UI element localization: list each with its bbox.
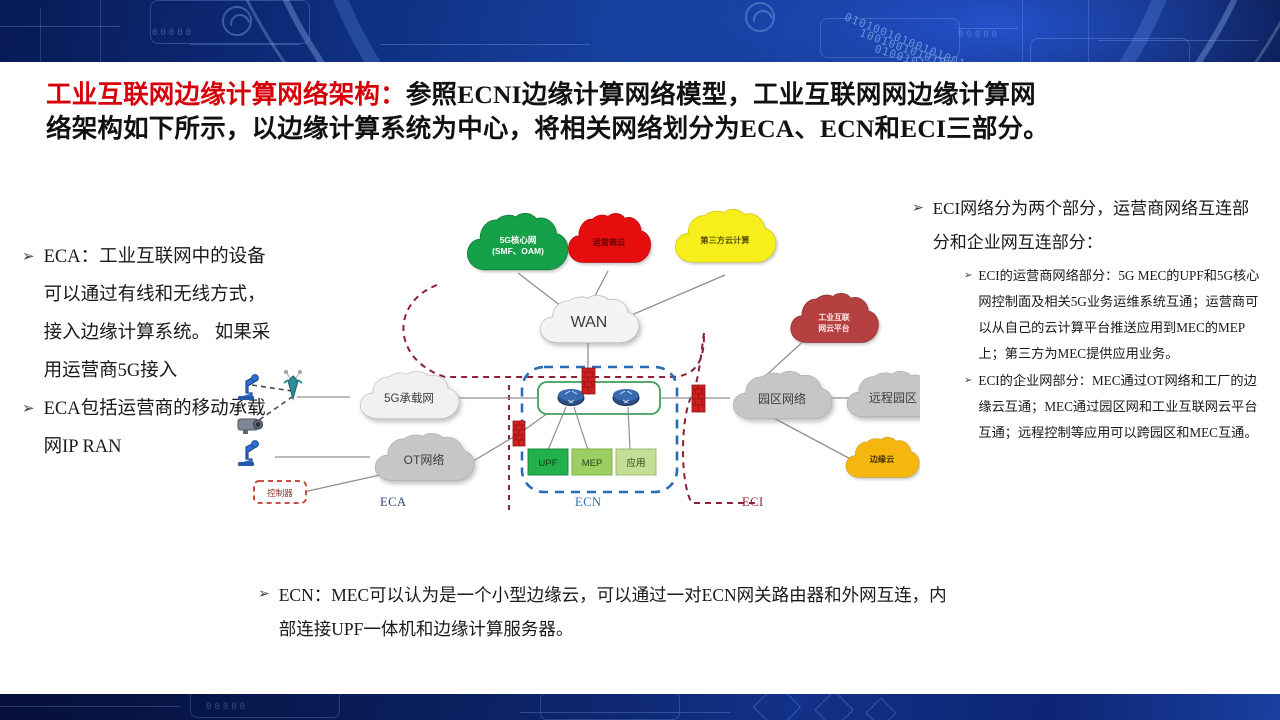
bottom-bullet-text: ECN：MEC可以认为是一个小型边缘云，可以通过一对ECN网关路由器和外网互连，… (278, 585, 947, 639)
bullet-arrow-icon: ➢ (912, 201, 924, 216)
cloud-iiot-platform-label-2: 网云平台 (818, 323, 849, 333)
ecn-box-mep-label: MEP (582, 458, 603, 469)
header-rounded-rect (150, 0, 310, 44)
list-item: ➢ ECA：工业互联网中的设备可以通过有线和无线方式，接入边缘计算系统。 如果采… (22, 238, 284, 390)
footer-diamond (814, 694, 854, 720)
cloud-campus-network-label: 园区网络 (758, 391, 806, 406)
ecn-function-box-mep: MEP (571, 448, 613, 476)
bullet-arrow-icon: ➢ (258, 587, 270, 602)
camera-icon (237, 418, 264, 434)
footer-diamond (752, 694, 802, 720)
cloud-5g-bearer-label: 5G承载网 (384, 392, 434, 405)
footer-line (520, 712, 730, 713)
list-item: ➢ ECN：MEC可以认为是一个小型边缘云，可以通过一对ECN网关路由器和外网互… (258, 578, 948, 646)
cloud-edge-label: 边缘云 (869, 454, 895, 464)
header-ring-icon (745, 2, 775, 32)
right-sub-list: ➢ ECI的运营商网络部分：5G MEC的UPF和5G核心网控制面及相关5G业务… (964, 263, 1264, 446)
robot-arm-icon-1 (238, 374, 259, 400)
footer-rounded-rect (540, 694, 680, 720)
bullet-arrow-icon: ➢ (964, 375, 973, 386)
footer-rounded-rect (190, 694, 340, 718)
header-ring-icon (222, 6, 252, 36)
header-vline (40, 8, 41, 62)
header-line (190, 44, 300, 45)
bottom-bullet-block: ➢ ECN：MEC可以认为是一个小型边缘云，可以通过一对ECN网关路由器和外网互… (258, 578, 948, 646)
header-line (958, 28, 1018, 29)
router-icon-1 (557, 389, 585, 406)
network-architecture-diagram: 5G核心网 (SMF、OAM) 运营商云 第三方云计算 WAN 5G承载网 (230, 185, 920, 545)
ecn-box-app-label: 应用 (626, 457, 645, 469)
right-sub-text-2: ECI的企业网部分：MEC通过OT网络和工厂的边缘云互通；MEC通过园区网和工业… (978, 373, 1258, 440)
right-sub-text-1: ECI的运营商网络部分：5G MEC的UPF和5G核心网控制面及相关5G业务运维… (978, 268, 1260, 361)
header-vline (1022, 0, 1023, 62)
header-rounded-rect (820, 18, 960, 58)
robot-arm-icon-2 (238, 440, 259, 466)
title-line2: 络架构如下所示，以边缘计算系统为中心，将相关网络划分为ECA、ECN和ECI三部… (46, 114, 1049, 143)
left-bullet-text-1: ECA：工业互联网中的设备可以通过有线和无线方式，接入边缘计算系统。 如果采用运… (43, 247, 271, 381)
cloud-wan-label: WAN (571, 314, 608, 331)
zone-label-ecn: ECN (575, 495, 602, 509)
wireless-links (251, 384, 293, 426)
header-vline (1088, 0, 1089, 62)
ecn-internal-links (547, 406, 631, 451)
list-item: ➢ ECI网络分为两个部分，运营商网络互连部分和企业网互连部分： (912, 192, 1264, 260)
slide-title: 工业互联网边缘计算网络架构：参照ECNI边缘计算网络模型，工业互联网网边缘计算网… (46, 78, 1221, 146)
list-item: ➢ ECI的企业网部分：MEC通过OT网络和工厂的边缘云互通；MEC通过园区网和… (964, 368, 1264, 446)
zone-label-eci: ECI (742, 495, 764, 509)
ecn-gateway-container (537, 381, 661, 415)
base-station-icon (283, 370, 303, 401)
right-lead-text: ECI网络分为两个部分，运营商网络互连部分和企业网互连部分： (932, 199, 1250, 252)
header-line (1098, 40, 1258, 41)
controller-label: 控制器 (267, 488, 293, 498)
left-bullet-text-2: ECA包括运营商的移动承载网IP RAN (43, 399, 266, 457)
firewall-icon-eci (691, 384, 706, 413)
header-dots: 00000 (152, 28, 195, 38)
footer-diamond (865, 697, 897, 720)
title-highlight: 工业互联网边缘计算网络架构： (46, 80, 406, 109)
firewall-icon-wan (581, 367, 596, 395)
header-line (380, 44, 590, 45)
controller-box: 控制器 (253, 480, 307, 504)
header-vline (100, 0, 101, 62)
zone-label-eca: ECA (380, 495, 407, 509)
eci-boundary-lower (682, 332, 760, 504)
right-bullet-block: ➢ ECI网络分为两个部分，运营商网络互连部分和企业网互连部分： ➢ ECI的运… (912, 192, 1264, 447)
list-item: ➢ ECI的运营商网络部分：5G MEC的UPF和5G核心网控制面及相关5G业务… (964, 263, 1264, 367)
ecn-function-box-app: 应用 (615, 448, 657, 476)
firewall-icon-ot (512, 420, 526, 447)
bullet-arrow-icon: ➢ (22, 401, 35, 417)
footer-dots: 00000 (206, 702, 249, 712)
header-rounded-rect (1030, 38, 1190, 62)
decorative-footer-band: 00000 (0, 694, 1280, 720)
bullet-arrow-icon: ➢ (964, 270, 973, 281)
title-rest-line1: 参照ECNI边缘计算网络模型，工业互联网网边缘计算网 (405, 80, 1036, 109)
left-bullet-block: ➢ ECA：工业互联网中的设备可以通过有线和无线方式，接入边缘计算系统。 如果采… (22, 238, 284, 466)
cloud-operator-label: 运营商云 (593, 237, 626, 247)
list-item: ➢ ECA包括运营商的移动承载网IP RAN (22, 390, 284, 466)
ecn-zone-boundary (520, 365, 679, 494)
cloud-remote-campus-label: 远程园区 (869, 390, 917, 405)
header-line (0, 26, 120, 27)
bullet-arrow-icon: ➢ (22, 249, 35, 265)
cloud-third-party-label: 第三方云计算 (700, 235, 749, 245)
ecn-function-box-upf: UPF (527, 448, 569, 476)
eci-boundary-upper-right (669, 334, 705, 378)
cloud-iiot-platform-label-1: 工业互联 (818, 312, 849, 322)
router-icon-2 (612, 389, 640, 406)
cloud-ot-network-label: OT网络 (404, 452, 445, 467)
cloud-5g-core-label: 5G核心网 (500, 235, 537, 245)
header-dots: 00000 (958, 30, 1001, 40)
ecn-box-upf-label: UPF (539, 458, 558, 469)
footer-line (0, 706, 180, 707)
decorative-header-band: 0101001010010100100101001 10010010101001… (0, 0, 1280, 62)
cloud-5g-core-sublabel: (SMF、OAM) (492, 246, 544, 256)
